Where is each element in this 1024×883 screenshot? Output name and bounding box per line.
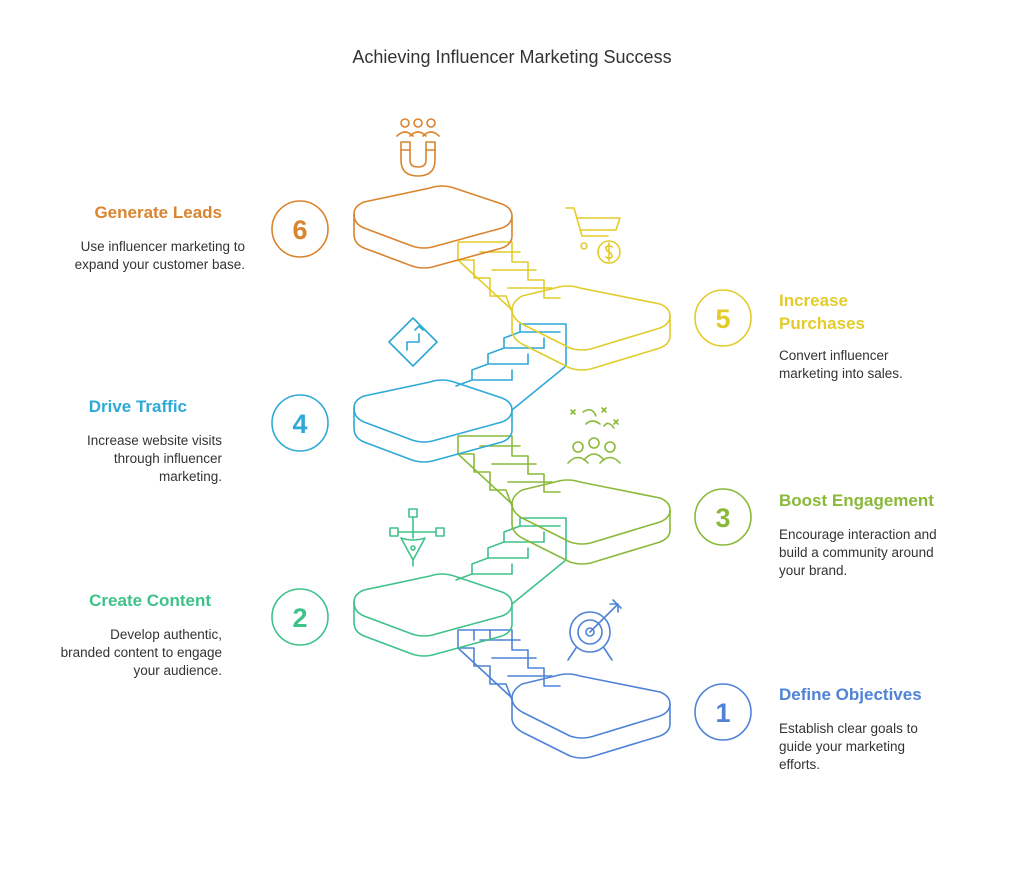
shopping-cart-icon — [565, 207, 621, 264]
step-6-heading: Generate Leads — [94, 203, 222, 222]
step-2-heading: Create Content — [89, 591, 211, 610]
step-3-number: 3 — [715, 503, 730, 533]
stairs-step-1-to-2 — [457, 629, 561, 701]
diagram-title: Achieving Influencer Marketing Success — [352, 47, 672, 67]
target-icon — [567, 599, 622, 661]
step-5-number-badge: 5 — [694, 289, 752, 347]
step-1-number: 1 — [715, 698, 730, 728]
step-6-description: Use influencer marketing to expand your … — [74, 239, 245, 272]
step-1-description: Establish clear goals to guide your mark… — [779, 721, 918, 772]
directions-sign-icon — [388, 317, 438, 367]
step-2-description: Develop authentic, branded content to en… — [60, 627, 222, 678]
step-3-number-badge: 3 — [694, 488, 752, 546]
step-1-number-badge: 1 — [694, 683, 752, 741]
platform-step-4 — [353, 379, 513, 463]
stairs-step-3-to-4 — [457, 435, 561, 507]
step-5-heading: Increase Purchases — [779, 291, 865, 333]
stairs-step-2-to-3 — [455, 517, 567, 605]
step-5-number: 5 — [715, 304, 730, 334]
platform-step-5 — [511, 285, 671, 371]
step-4-number-badge: 4 — [271, 394, 329, 452]
step-4-heading: Drive Traffic — [88, 397, 187, 416]
magnet-people-icon — [396, 118, 440, 177]
step-2-number-badge: 2 — [271, 588, 329, 646]
platform-step-3 — [511, 479, 671, 565]
step-4-description: Increase website visits through influenc… — [86, 433, 222, 484]
step-3-heading: Boost Engagement — [779, 491, 934, 510]
step-1-heading: Define Objectives — [779, 685, 922, 704]
stairs-step-5-to-6 — [457, 241, 561, 313]
celebrating-people-icon — [567, 407, 621, 464]
stairs-step-4-to-5 — [455, 323, 567, 411]
platform-step-2 — [353, 573, 513, 657]
step-2-number: 2 — [292, 603, 307, 633]
step-3-description: Encourage interaction and build a commun… — [779, 527, 937, 578]
platform-step-6 — [353, 185, 513, 269]
step-5-description: Convert influencer marketing into sales. — [779, 348, 903, 381]
step-6-number: 6 — [292, 215, 307, 245]
pen-tool-icon — [389, 508, 445, 567]
step-4-number: 4 — [292, 409, 307, 439]
step-6-number-badge: 6 — [271, 200, 329, 258]
platform-step-1 — [511, 673, 671, 759]
